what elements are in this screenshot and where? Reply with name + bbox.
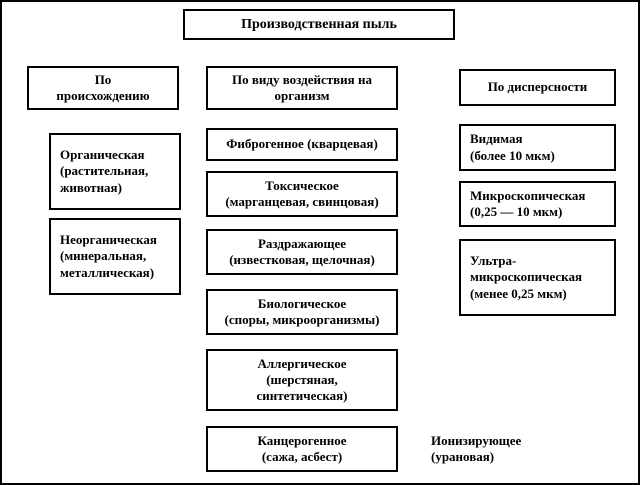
box-allergic: Аллергическое (шерстяная, синтетическая) [206,349,398,411]
box-ultramicroscopic: Ультра- микроскопическая (менее 0,25 мкм… [459,239,616,316]
box-organic: Органическая (растительная, животная) [49,133,181,210]
box-toxic: Токсическое (марганцевая, свинцовая) [206,171,398,217]
box-biological: Биологическое (споры, микроорганизмы) [206,289,398,335]
box-fibrogenic: Фиброгенное (кварцевая) [206,128,398,161]
header-dispersity: По дисперсности [459,69,616,106]
header-origin: По происхождению [27,66,179,110]
header-effect: По виду воздействия на организм [206,66,398,110]
box-inorganic: Неорганическая (минеральная, металлическ… [49,218,181,295]
box-irritant: Раздражающее (известковая, щелочная) [206,229,398,275]
box-carcinogenic: Канцерогенное (сажа, асбест) [206,426,398,472]
box-microscopic: Микроскопическая (0,25 — 10 мкм) [459,181,616,227]
diagram-title: Производственная пыль [183,9,455,40]
box-ionizing: Ионизирующее (урановая) [422,426,617,472]
box-visible: Видимая (более 10 мкм) [459,124,616,171]
